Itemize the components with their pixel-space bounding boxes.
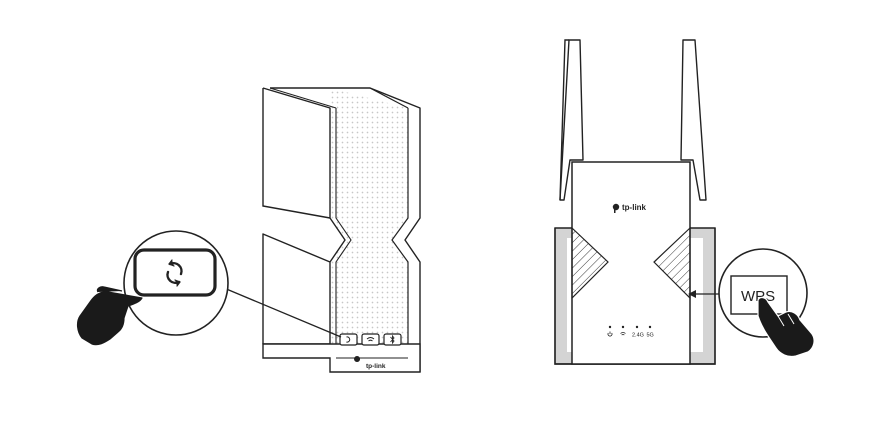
left-router-side-panel [262, 87, 346, 345]
sync-icon [346, 336, 351, 343]
led-5g [648, 325, 652, 329]
led-24g [635, 325, 639, 329]
led-wifi [621, 325, 625, 329]
extender-right-hatch [653, 226, 691, 300]
led-label-5g: 5G [647, 333, 654, 339]
extender-brand: tp-link [622, 203, 647, 212]
callout-leader-line [223, 287, 342, 338]
led-power [608, 325, 612, 329]
led-label-24g: 2.4G [632, 333, 644, 339]
callout-sync-button [133, 248, 217, 297]
wifi-button[interactable] [361, 333, 380, 346]
left-router-mesh [330, 88, 408, 344]
wifi-icon [366, 337, 375, 342]
right-extender: tp-link 2.4G 5G [554, 39, 722, 365]
bluetooth-icon [390, 334, 395, 345]
power-icon [607, 331, 613, 337]
sync-button-callout [123, 230, 229, 336]
wifi-small-icon [620, 332, 626, 336]
right-antenna [680, 39, 707, 201]
wps-arrowhead [688, 290, 696, 298]
left-router-brand: tp-link [366, 363, 386, 370]
extender-leds: 2.4G 5G [607, 325, 654, 339]
extender-left-hatch [571, 226, 609, 300]
pointing-hand-icon [76, 286, 143, 346]
extender-logo-icon [612, 203, 620, 211]
left-router: tp-link [223, 87, 421, 373]
sync-arrows-icon [166, 259, 183, 287]
sync-button[interactable] [339, 333, 358, 346]
left-router-buttons [339, 333, 402, 346]
pressing-hand-icon [757, 296, 815, 358]
